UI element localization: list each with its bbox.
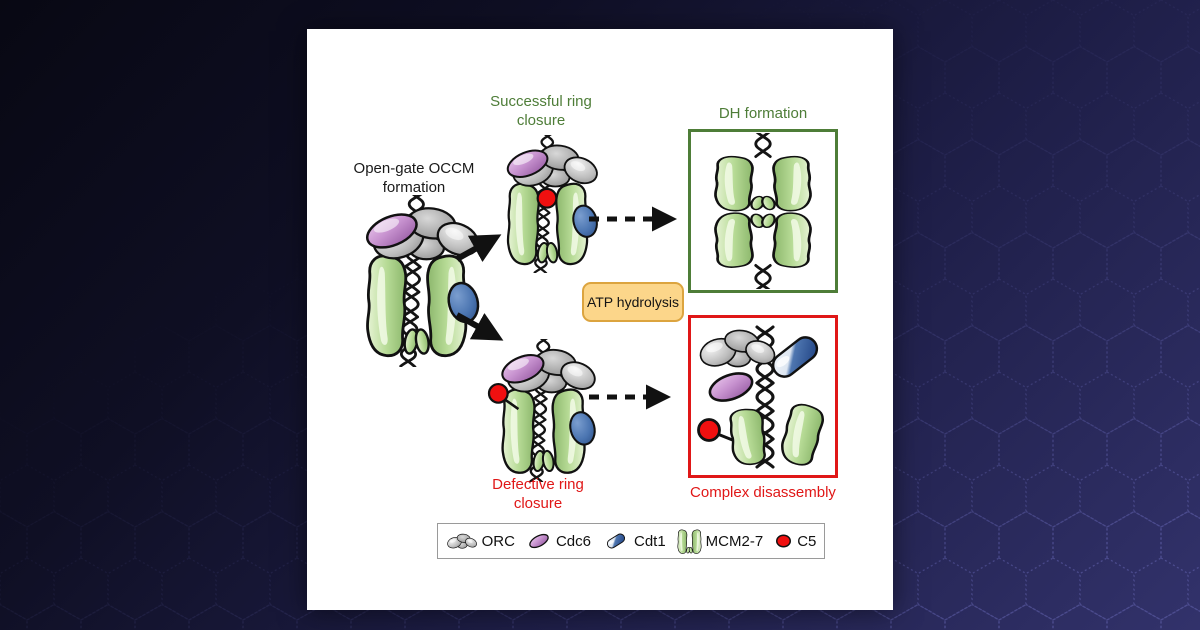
cdt1-icon (767, 331, 823, 383)
legend-item-orc: ORC (445, 532, 515, 551)
legend-label-mcm: MCM2-7 (705, 532, 764, 550)
cdt1-icon (605, 531, 627, 551)
double-hexamer-graphic (713, 133, 813, 289)
legend-item-cdt1: Cdt1 (602, 530, 666, 552)
disassembled-complex-graphic (696, 319, 827, 469)
occm-molecule-graphic (349, 195, 483, 367)
legend-item-mcm: MCM2-7 (677, 529, 764, 554)
legend-label-orc: ORC (481, 532, 515, 550)
dna-icon (754, 133, 772, 158)
defective-ring-closure-label: Defective ring closure (492, 476, 584, 512)
occm-formation-label: Open-gate OCCM formation (353, 160, 475, 196)
c5-icon (697, 418, 721, 442)
cdc6-icon (529, 533, 549, 549)
complex-disassembly-label: Complex disassembly (690, 484, 836, 501)
legend-label-c5: C5 (797, 532, 817, 550)
successful-closure-molecule-graphic (493, 135, 601, 273)
c5-icon (487, 382, 509, 404)
atp-hydrolysis-badge: ATP hydrolysis (582, 282, 684, 322)
mcm-fragment-icon (777, 400, 827, 469)
dh-formation-label: DH formation (718, 105, 808, 122)
orc-icon (445, 532, 478, 550)
figure-card: Open-gate OCCM formation Successful ring… (307, 29, 893, 610)
legend-item-c5: C5 (774, 532, 816, 550)
successful-ring-closure-label: Successful ring closure (490, 93, 592, 129)
cdc6-icon (708, 372, 754, 402)
mcm2-7-icon (677, 529, 702, 554)
defective-closure-molecule-graphic (487, 339, 599, 482)
dh-formation-box (688, 129, 838, 293)
dna-icon (754, 264, 772, 289)
legend: ORC Cdc6 Cdt1 MCM2-7 C5 (437, 523, 825, 559)
atp-hydrolysis-text: ATP hydrolysis (586, 293, 680, 310)
c5-icon (776, 534, 792, 548)
legend-label-cdc6: Cdc6 (555, 532, 591, 550)
c5-icon (536, 187, 558, 209)
legend-label-cdt1: Cdt1 (633, 532, 666, 550)
legend-item-cdc6: Cdc6 (526, 532, 591, 550)
mcm-fragment-icon (726, 405, 770, 468)
